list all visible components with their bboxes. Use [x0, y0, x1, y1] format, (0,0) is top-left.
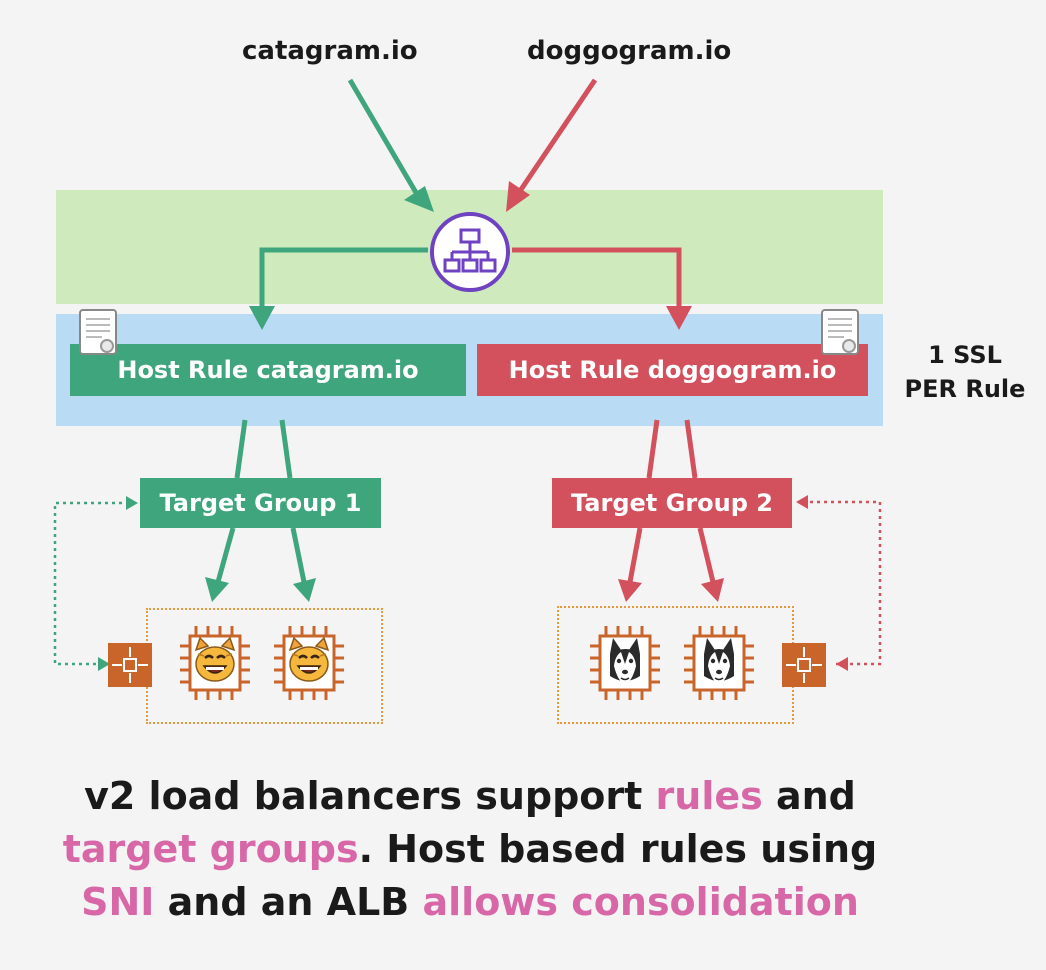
load-balancer-node-icon: [108, 643, 152, 687]
tg1-to-cat-instance-1-arrow: [205, 527, 236, 602]
load-balancer-icon: [430, 212, 510, 292]
target-group-1: Target Group 1: [140, 478, 381, 528]
certificate-icon: [821, 309, 859, 355]
doggogram-to-alb-arrow: [506, 78, 598, 212]
host-rule-doggogram: Host Rule doggogram.io: [477, 344, 868, 396]
ssl-note-line2: PER Rule: [904, 375, 1026, 403]
cat-face-instance-icon: [180, 626, 250, 700]
husky-instance-icon: [590, 626, 660, 700]
tg1-to-cat-instance-2-arrow: [290, 527, 316, 602]
tg2-to-dog-instance-2-arrow: [697, 527, 724, 602]
caption-highlight-rules: rules: [655, 774, 763, 818]
host-rule-catagram-label: Host Rule catagram.io: [117, 356, 419, 384]
caption-highlight-sni: SNI: [81, 880, 155, 924]
domain-label-doggogram: doggogram.io: [527, 36, 732, 66]
husky-instance-icon: [684, 626, 754, 700]
tg2-registration-loop: [796, 495, 882, 671]
cat-face-instance-icon: [274, 626, 344, 700]
ssl-per-rule-note: 1 SSL PER Rule: [890, 338, 1040, 406]
alb-to-dog-rule-arrow: [512, 247, 692, 330]
certificate-icon: [79, 309, 117, 355]
caption-part-4: and an ALB: [154, 880, 423, 924]
tg1-registration-loop: [53, 496, 138, 671]
load-balancer-node-icon: [782, 643, 826, 687]
alb-to-cat-rule-arrow: [249, 247, 428, 330]
target-group-1-label: Target Group 1: [159, 489, 362, 517]
caption-text: v2 load balancers support rules and targ…: [30, 770, 910, 929]
caption-highlight-target-groups: target groups: [62, 827, 359, 871]
host-rule-catagram: Host Rule catagram.io: [70, 344, 466, 396]
target-group-2-label: Target Group 2: [571, 489, 773, 517]
caption-highlight-consolidation: allows consolidation: [422, 880, 859, 924]
target-group-2: Target Group 2: [552, 478, 792, 528]
catagram-to-alb-arrow: [347, 78, 434, 212]
caption-part-2: and: [762, 774, 856, 818]
ssl-note-line1: 1 SSL: [928, 341, 1002, 369]
tg2-to-dog-instance-1-arrow: [618, 527, 643, 602]
caption-part-1: v2 load balancers support: [84, 774, 656, 818]
host-rule-doggogram-label: Host Rule doggogram.io: [508, 356, 837, 384]
domain-label-catagram: catagram.io: [242, 36, 418, 66]
caption-part-3: . Host based rules using: [358, 827, 878, 871]
